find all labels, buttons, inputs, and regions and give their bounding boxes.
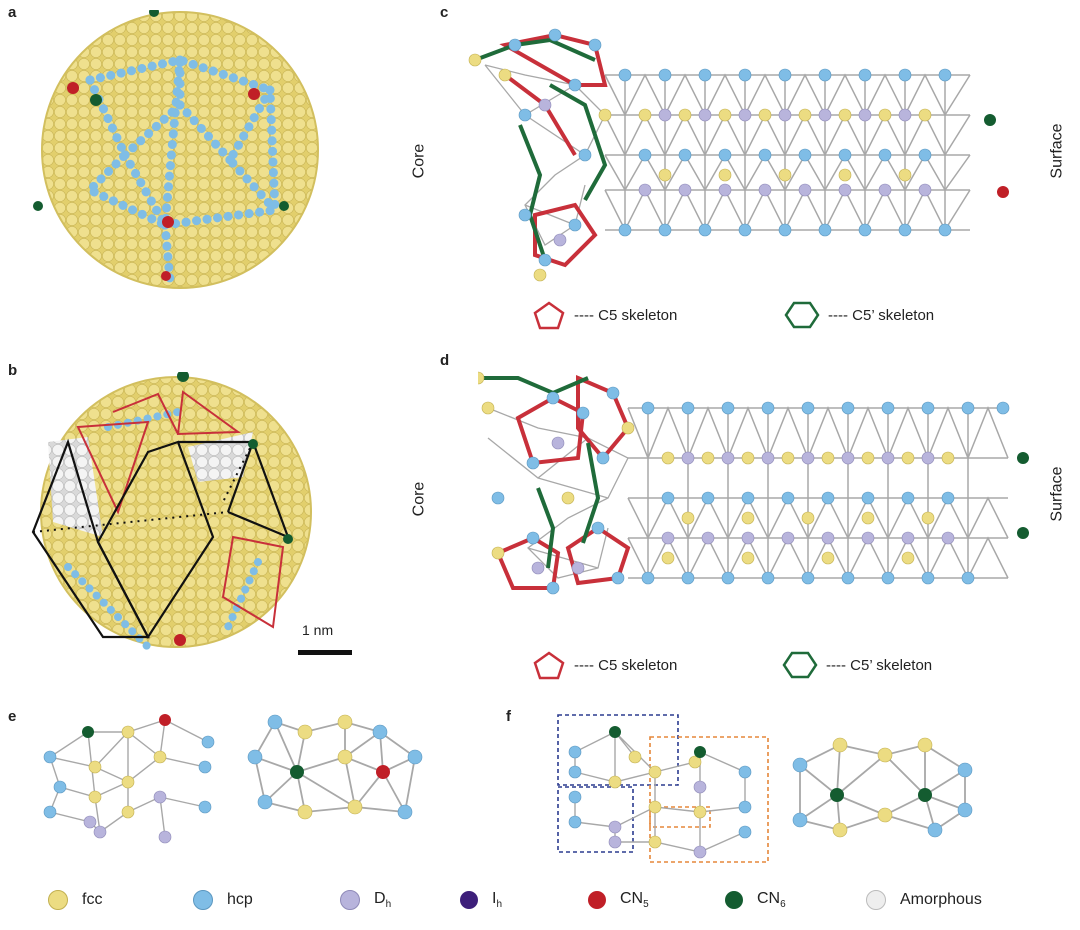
cn5-swatch	[588, 891, 606, 910]
cn6-swatch	[725, 891, 743, 910]
fcc-swatch	[48, 890, 68, 910]
panel-label-f: f	[506, 708, 511, 725]
ih-swatch	[460, 891, 478, 910]
legend-label-ih: Ih	[492, 890, 503, 911]
legend-item-hcp: hcp	[193, 890, 253, 910]
cluster-f-3d	[557, 714, 769, 863]
core-label-c: Core	[410, 143, 428, 179]
structure-c	[468, 28, 1009, 282]
structure-d	[478, 371, 1029, 595]
panel-label-d: d	[440, 352, 450, 369]
hexagon-icon	[784, 301, 820, 329]
legend-item-fcc: fcc	[48, 890, 102, 910]
c5p-skeleton-text-c: ---- C5’ skeleton	[828, 306, 935, 324]
panel-label-a: a	[8, 4, 17, 21]
core-label-d: Core	[410, 481, 428, 517]
pentagon-icon	[533, 651, 565, 680]
panel-label-e: e	[8, 708, 17, 725]
legend-label-hcp: hcp	[227, 891, 253, 908]
nanoparticle-b	[31, 372, 312, 651]
c5-skeleton-legend-c: ---- C5 skeleton	[532, 300, 677, 330]
scale-bar	[298, 650, 352, 655]
legend-label-cn6: CN6	[757, 890, 786, 911]
cluster-f-2d	[792, 737, 973, 838]
legend-item-amorphous: Amorphous	[866, 890, 982, 910]
panel-label-c: c	[440, 4, 449, 21]
amorphous-swatch	[866, 890, 886, 910]
c5-skeleton-legend-d: ---- C5 skeleton	[532, 650, 677, 680]
c5p-skeleton-legend-d: ---- C5’ skeleton	[782, 650, 932, 680]
nanoparticle-a	[33, 10, 319, 289]
c5-skeleton-text-c: ---- C5 skeleton	[574, 306, 678, 324]
legend-item-cn6: CN6	[725, 890, 786, 910]
legend-item-ih: Ih	[460, 890, 502, 910]
legend-label-amorphous: Amorphous	[900, 891, 982, 908]
c5-skeleton-text-d: ---- C5 skeleton	[574, 656, 678, 674]
cluster-e-2d	[247, 714, 423, 820]
panel-label-b: b	[8, 362, 18, 379]
legend-item-dh: Dh	[340, 890, 391, 910]
legend-label-cn5: CN5	[620, 890, 649, 911]
atom-type-legend: fcc hcp Dh Ih CN5 CN6 Amorphous	[0, 880, 1080, 920]
c5p-skeleton-text-d: ---- C5’ skeleton	[826, 656, 933, 674]
pentagon-icon	[533, 301, 565, 330]
surface-label-c: Surface	[1048, 123, 1066, 179]
legend-label-dh: Dh	[374, 890, 392, 911]
hcp-swatch	[193, 890, 213, 910]
surface-label-d: Surface	[1048, 466, 1066, 522]
legend-item-cn5: CN5	[588, 890, 649, 910]
dh-swatch	[340, 890, 360, 911]
legend-label-fcc: fcc	[82, 891, 103, 908]
hexagon-icon	[782, 651, 818, 679]
c5p-skeleton-legend-c: ---- C5’ skeleton	[784, 300, 934, 330]
cluster-e-3d	[43, 714, 215, 844]
scale-bar-label: 1 nm	[302, 622, 334, 638]
